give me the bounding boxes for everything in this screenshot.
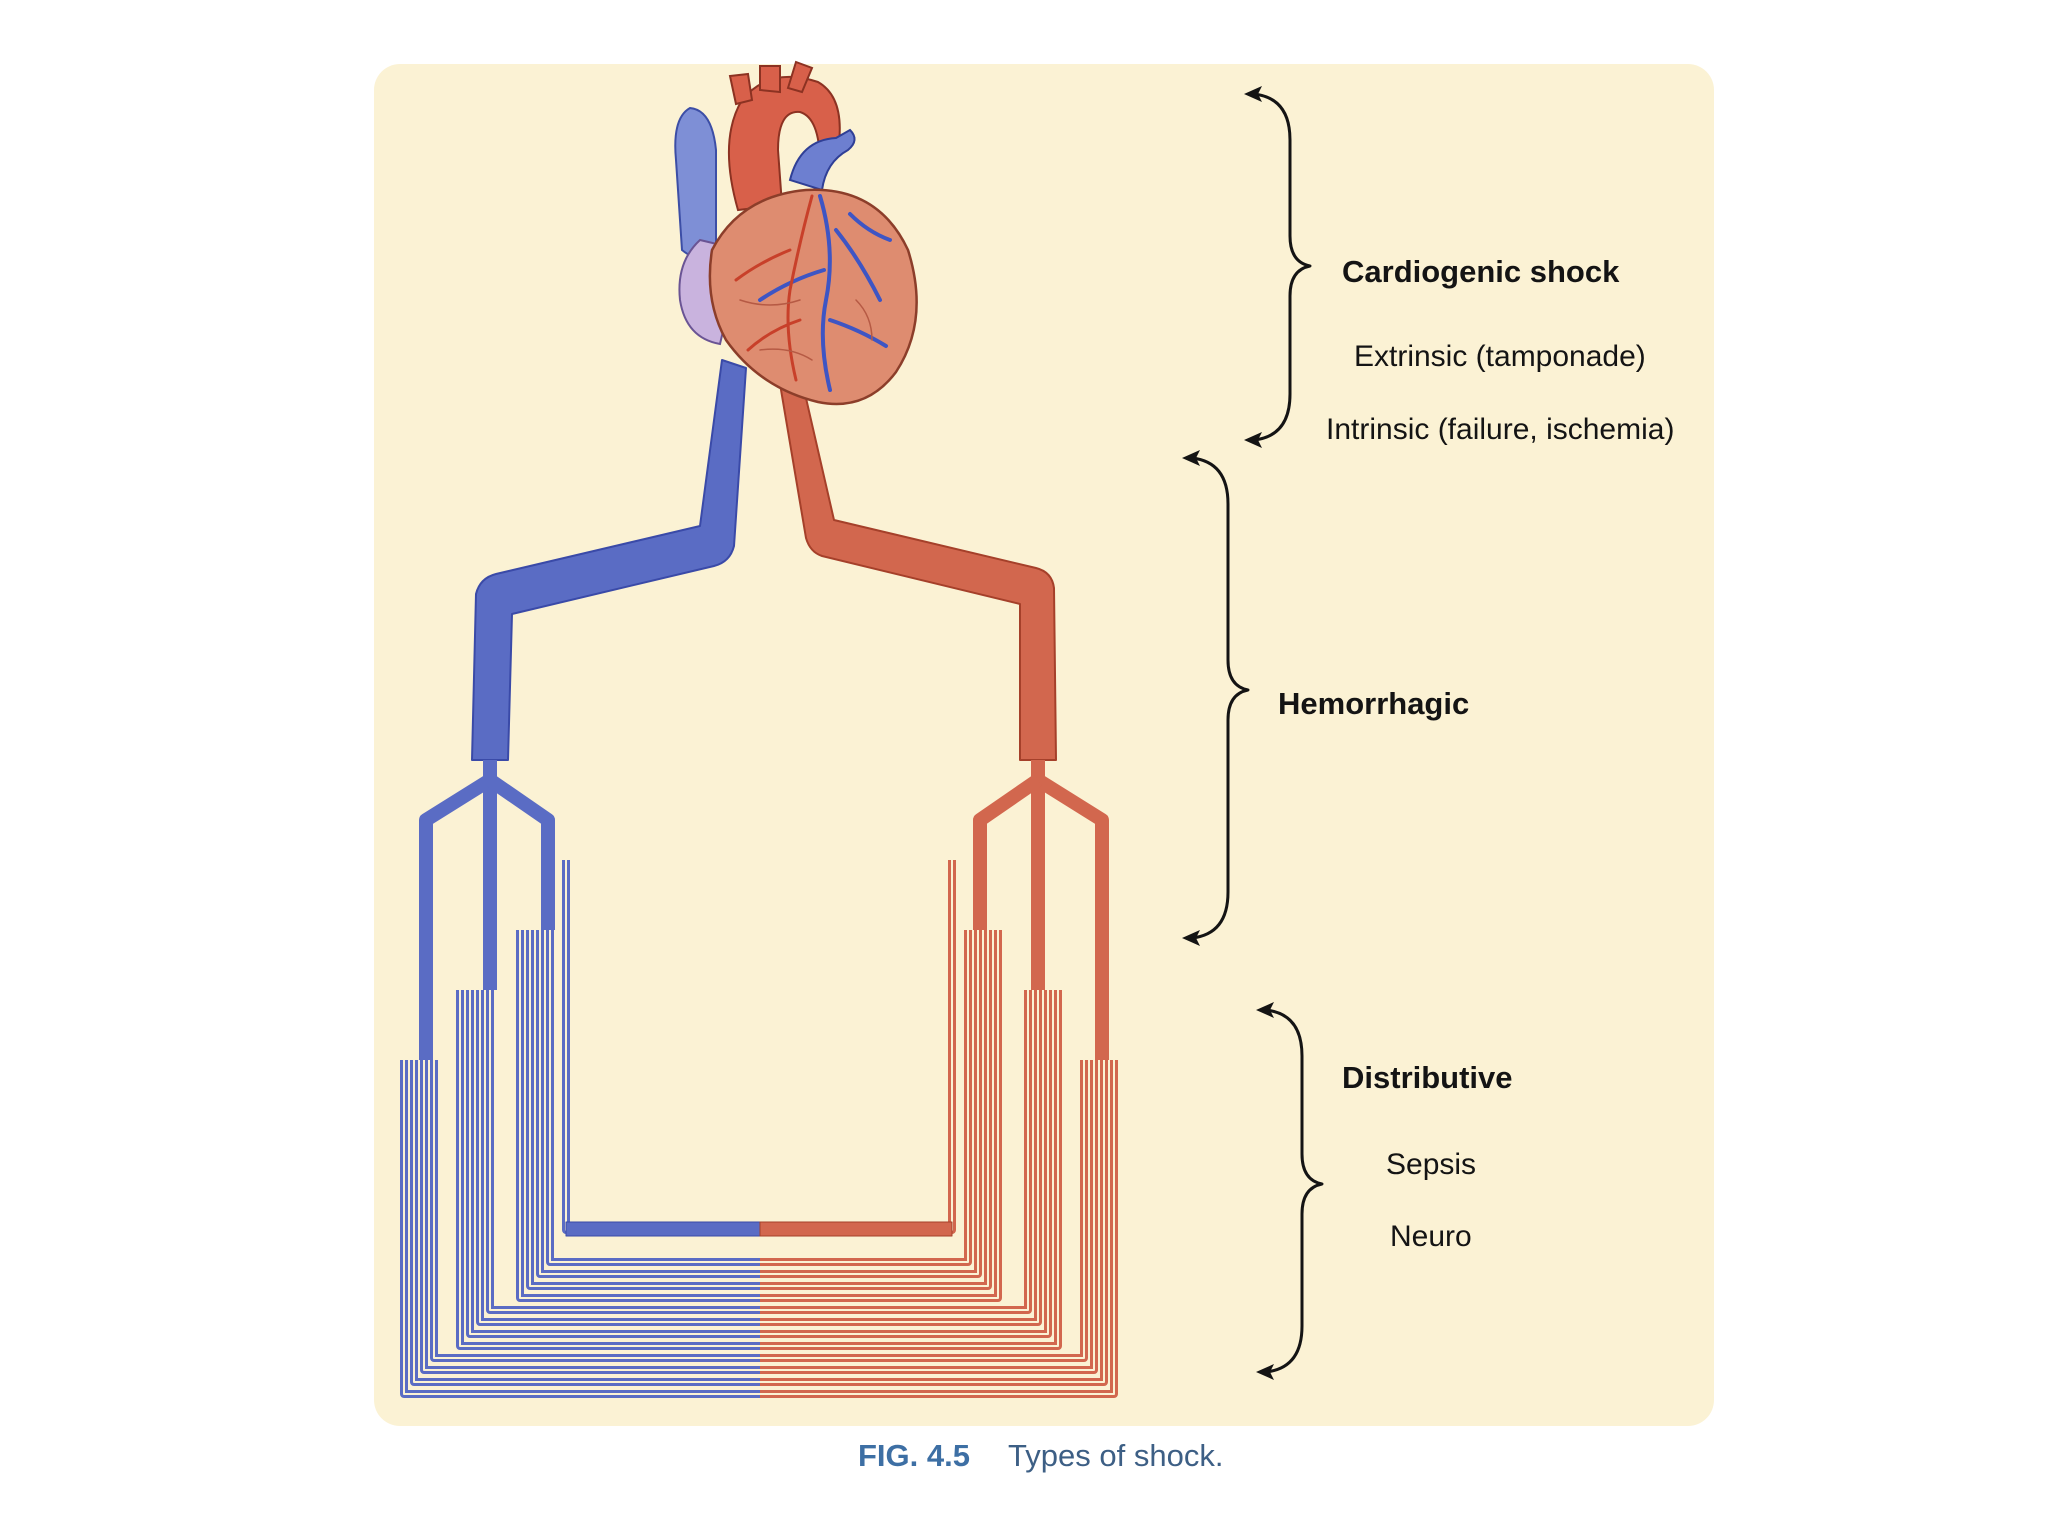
bracket-hemorrhagic <box>1190 456 1250 940</box>
vein-fork-right <box>486 774 555 930</box>
artery-branch-lumen <box>760 990 1039 1323</box>
vein-branch-lumen <box>539 930 760 1275</box>
bracket-group <box>1182 86 1324 1380</box>
group-item-intrinsic: Intrinsic (failure, ischemia) <box>1326 413 1675 446</box>
vein-branch <box>456 990 760 1350</box>
artery-fork-right <box>1031 760 1109 1060</box>
artery-fork-left <box>973 774 1042 930</box>
vein-branch-lumen <box>519 930 760 1299</box>
vein-branch-lumen <box>433 1060 760 1359</box>
vein-branch-lumen <box>565 860 760 1231</box>
artery-branch-lumen <box>760 930 979 1275</box>
vein-branch-lumen <box>549 930 760 1263</box>
aorta-branches <box>728 60 814 106</box>
artery-branch <box>760 930 1002 1302</box>
vein-branch <box>516 930 760 1302</box>
vein-branch-lumen <box>529 930 760 1287</box>
vena-cava <box>674 106 717 259</box>
capillary-vein-end <box>565 1221 761 1237</box>
caption-number: FIG. 4.5 <box>858 1438 970 1473</box>
vein-branch-lumen <box>479 990 760 1323</box>
artery-branch <box>760 930 972 1266</box>
vein-branch <box>546 930 760 1266</box>
vein-trunk <box>471 359 747 761</box>
artery-branch-lumen <box>760 990 1059 1347</box>
capillary-artery-end <box>759 1221 953 1237</box>
vein-branch-lumen <box>423 1060 760 1371</box>
artery-branch-lumen <box>760 1060 1115 1395</box>
group-item-neuro: Neuro <box>1390 1220 1472 1253</box>
artery-branch-lumen <box>760 930 969 1263</box>
vein-branch-lumen <box>459 990 760 1347</box>
heart-texture <box>739 299 873 361</box>
aortic-arch <box>727 75 841 212</box>
group-item-sepsis: Sepsis <box>1386 1148 1477 1181</box>
caption-text: Types of shock. <box>1008 1438 1224 1473</box>
group-title-hemorrhagic: Hemorrhagic <box>1278 686 1470 721</box>
artery-trunk <box>777 371 1057 761</box>
heart-illustration <box>674 60 918 406</box>
vein-branch-lumen <box>469 990 760 1335</box>
vein-fork-left <box>419 760 497 1060</box>
artery-branch-lumen <box>760 1060 1105 1383</box>
figure-caption: FIG. 4.5 Types of shock. <box>858 1440 1223 1471</box>
bracket-cardiogenic <box>1252 92 1312 442</box>
artery-branch-lumen <box>760 930 999 1299</box>
bracket-arrowheads <box>1182 86 1274 1380</box>
artery-branch <box>760 990 1062 1350</box>
pulmonary-artery <box>788 128 856 192</box>
artery-branch-lumen <box>760 1060 1085 1359</box>
artery-branch <box>760 860 956 1234</box>
bracket-distributive <box>1264 1008 1324 1374</box>
artery-branch-lumen <box>760 990 1049 1335</box>
artery-branch-lumen <box>760 860 953 1231</box>
artery-branch-lumen <box>760 930 989 1287</box>
vein-branch-lumen <box>403 1060 760 1395</box>
artery-branch-lumen <box>760 1060 1095 1371</box>
vein-branch <box>562 860 760 1234</box>
artery-branch-lumen <box>760 990 1029 1311</box>
group-title-cardiogenic: Cardiogenic shock <box>1342 254 1620 289</box>
group-item-extrinsic: Extrinsic (tamponade) <box>1354 340 1646 373</box>
vein-branch-lumen <box>413 1060 760 1383</box>
vessel-network <box>400 359 1118 1398</box>
vein-branch-lumen <box>489 990 760 1311</box>
group-title-distributive: Distributive <box>1342 1060 1513 1095</box>
